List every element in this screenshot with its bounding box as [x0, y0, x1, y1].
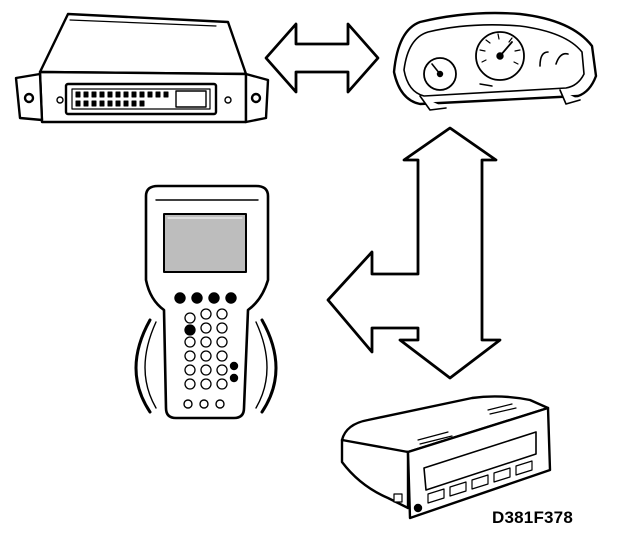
figure-id-label: D381F378	[492, 508, 573, 527]
information-display-unit-icon	[340, 395, 552, 520]
bus-arrow-network	[326, 126, 502, 380]
instrument-cluster-icon	[392, 11, 598, 111]
engine-control-module-icon	[14, 12, 270, 124]
handheld-scan-tool-icon	[134, 184, 278, 420]
ecu-cluster-double-arrow	[264, 22, 380, 94]
